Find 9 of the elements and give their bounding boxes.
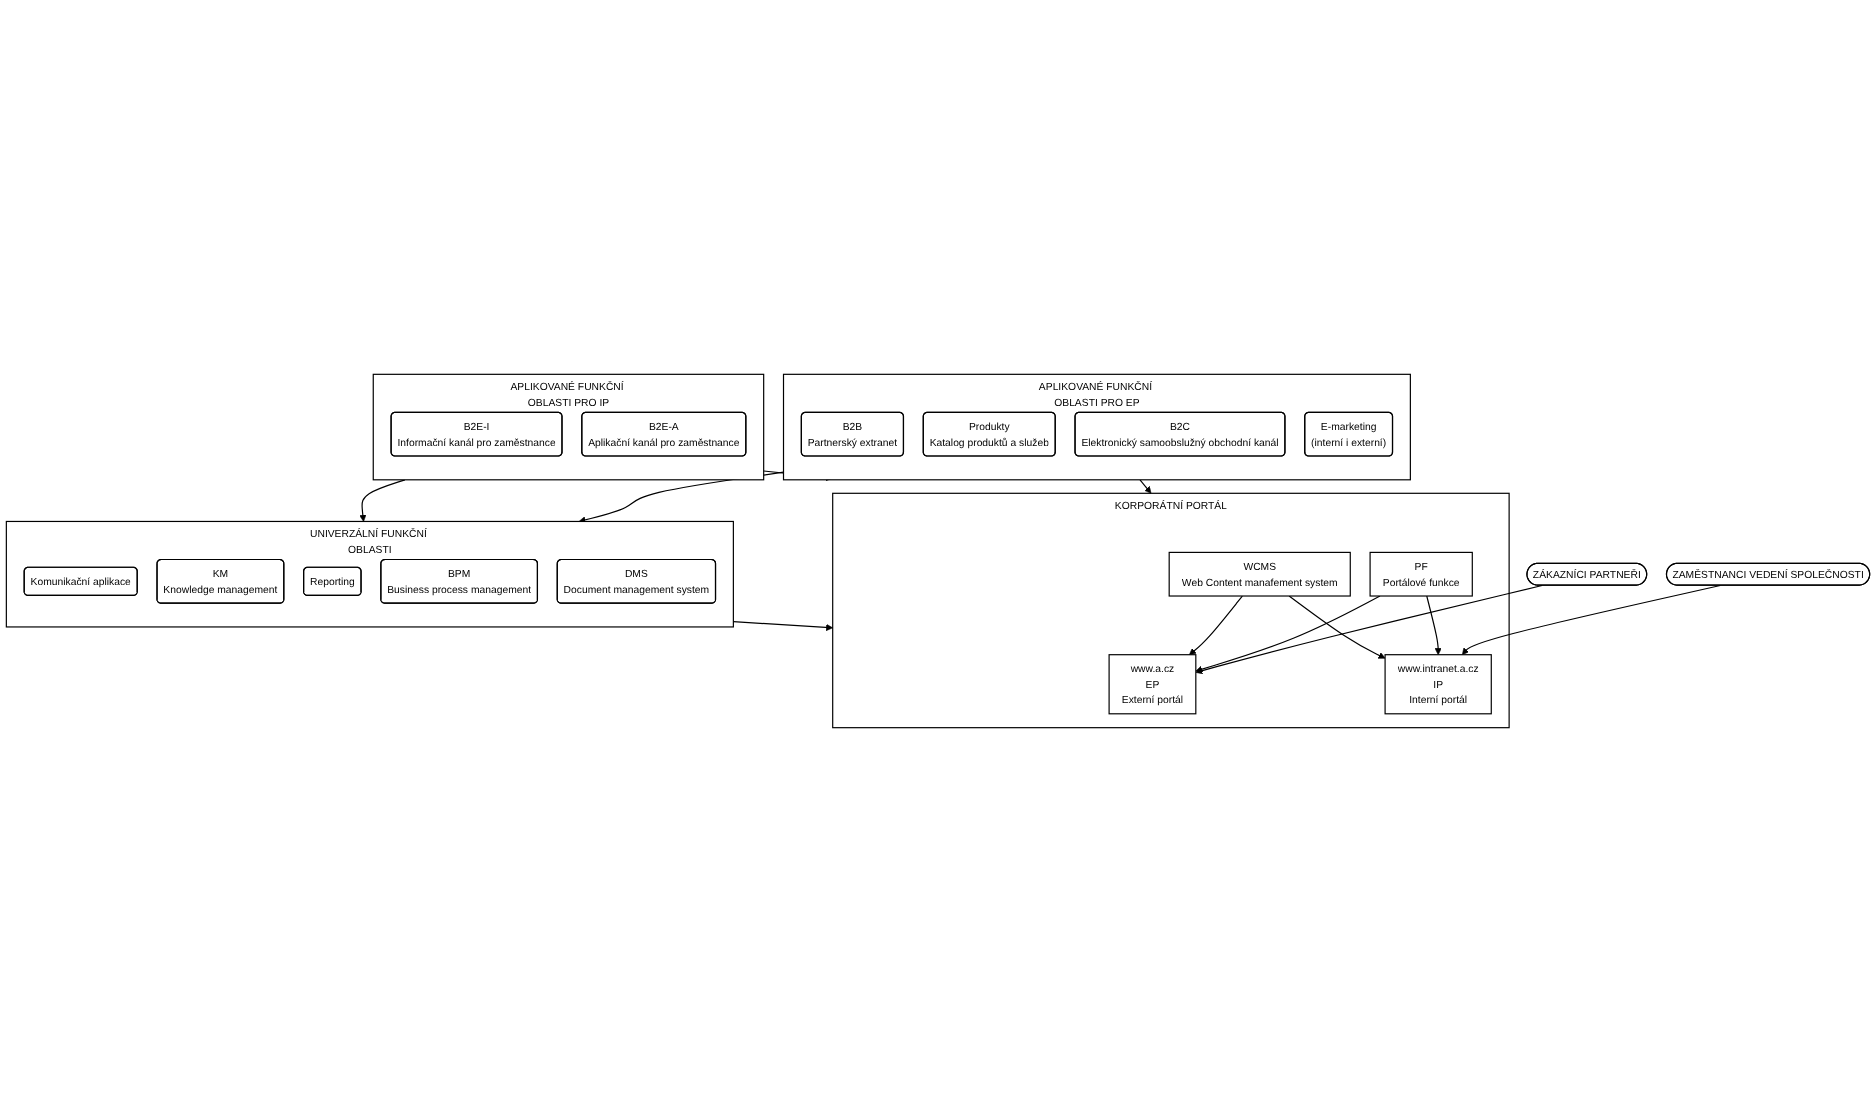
arrow (1189, 595, 1243, 656)
arrow (1195, 584, 1543, 675)
arrow (1139, 479, 1152, 494)
arrow (359, 479, 406, 522)
arrow (1288, 595, 1386, 659)
arrow (1462, 584, 1721, 656)
arrow (1195, 595, 1381, 673)
arrow (732, 621, 833, 631)
arrow (1426, 595, 1442, 656)
